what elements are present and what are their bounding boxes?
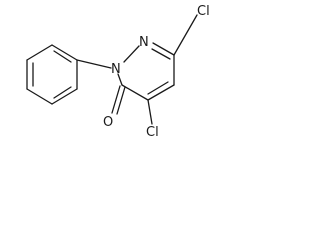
atom-label-n-imine: N [139, 35, 149, 50]
bond-phenyl-n [76, 59, 112, 69]
phenyl-ring [26, 44, 78, 105]
bond [26, 88, 53, 105]
bond [147, 84, 175, 101]
structure-canvas: Cl N N O Cl [0, 0, 214, 156]
bond-double-inner [151, 48, 171, 60]
bond-c-cl-top [173, 14, 198, 56]
bond [152, 42, 175, 56]
bond-c-cl-bottom [147, 99, 153, 125]
bond [51, 44, 78, 61]
bond [123, 45, 140, 63]
chemical-structure-diagram: Cl N N O Cl [26, 4, 210, 140]
atom-label-cl-top: Cl [197, 4, 210, 19]
bond-carbonyl [111, 85, 121, 114]
bond-double-inner [53, 50, 72, 63]
pyridazinone-ring [117, 42, 175, 101]
bond-carbonyl [116, 86, 126, 115]
atom-label-cl-bottom: Cl [146, 125, 159, 140]
bond [117, 73, 123, 86]
bond [26, 44, 53, 61]
atom-label-o-carbonyl: O [103, 115, 113, 130]
bond-double-inner [147, 81, 169, 95]
bond [51, 88, 78, 105]
bond [121, 84, 149, 101]
bond-double-inner [53, 86, 72, 99]
atom-label-n-amide: N [111, 62, 121, 77]
